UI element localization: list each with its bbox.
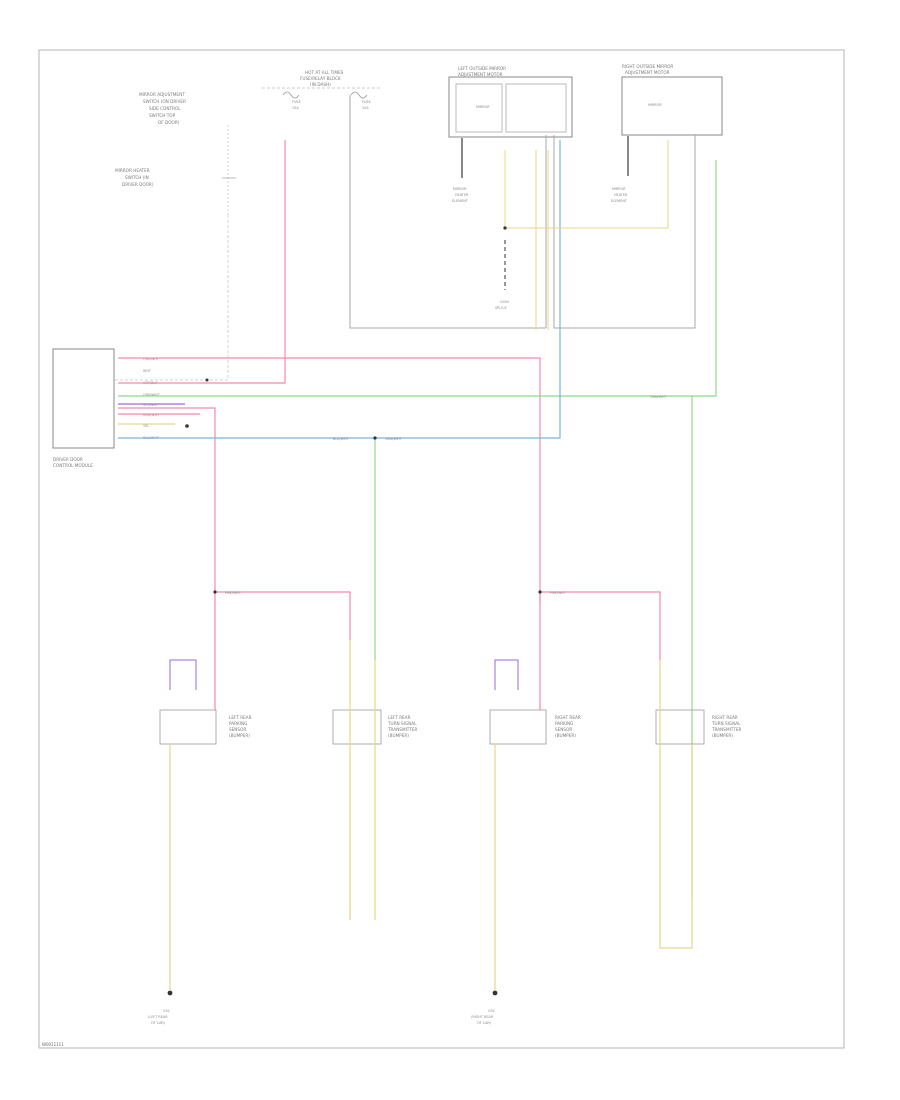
wire-green bbox=[118, 160, 717, 900]
right-heater-label: MIRROR bbox=[648, 103, 662, 107]
svg-text:(LEFT REAR: (LEFT REAR bbox=[148, 1015, 168, 1019]
svg-text:TRANSMITTER: TRANSMITTER bbox=[387, 727, 417, 732]
ground-left: G51 (LEFT REAR OF CAR) bbox=[148, 990, 173, 1025]
svg-text:WHT: WHT bbox=[143, 369, 152, 373]
module-subtitle: CONTROL MODULE bbox=[53, 463, 93, 468]
wire-yellow-top bbox=[504, 140, 669, 330]
right-rear-sensor: RIGHT REAR PARKING SENSOR (BUMPER) bbox=[489, 659, 581, 990]
svg-text:(RIGHT REAR: (RIGHT REAR bbox=[471, 1015, 494, 1019]
wire-tags: GRN/WHT BLU/WHT GRN/WHT PNK/WHT PNK/WHT bbox=[225, 395, 668, 595]
svg-text:VIO/WHT: VIO/WHT bbox=[143, 403, 159, 407]
heater-element-left: MIRROR HEATER ELEMENT bbox=[452, 187, 469, 203]
svg-text:ELEMENT: ELEMENT bbox=[452, 199, 469, 203]
fuse-left-label: FUSE bbox=[292, 100, 301, 104]
fuse-left-rating: 15A bbox=[292, 106, 299, 110]
mirror-adjustment-switch: MIRROR ADJUSTMENT SWITCH (ON DRIVER SIDE… bbox=[139, 92, 229, 215]
svg-text:MIRROR: MIRROR bbox=[453, 187, 467, 191]
diagram-border bbox=[38, 49, 845, 1049]
fuse-block-subtitle: FUSE/RELAY BLOCK bbox=[300, 76, 341, 81]
svg-text:ELEMENT: ELEMENT bbox=[611, 199, 628, 203]
svg-text:GRN/WHT: GRN/WHT bbox=[650, 395, 668, 399]
module-title: DRIVER DOOR bbox=[53, 457, 83, 462]
right-rear-transmitter: RIGHT REAR TURN SIGNAL TRANSMITTER (BUMP… bbox=[655, 660, 741, 949]
footer-code: W0011111 bbox=[42, 1042, 64, 1047]
svg-text:SWITCH (IN: SWITCH (IN bbox=[125, 175, 149, 180]
svg-text:YEL: YEL bbox=[143, 424, 149, 428]
svg-text:BLU/WHT: BLU/WHT bbox=[333, 437, 350, 441]
fuse-right-rating: 10A bbox=[362, 106, 369, 110]
svg-text:LEFT REAR: LEFT REAR bbox=[229, 715, 252, 720]
svg-text:TURN SIGNAL: TURN SIGNAL bbox=[387, 721, 417, 726]
fuse-relay-block: HOT AT ALL TIMES FUSE/RELAY BLOCK (IN DA… bbox=[262, 70, 380, 110]
svg-text:GRN/WHT: GRN/WHT bbox=[143, 393, 161, 397]
svg-text:HEATER: HEATER bbox=[455, 193, 469, 197]
wire-blue bbox=[118, 140, 561, 439]
left-rear-transmitter: LEFT REAR TURN SIGNAL TRANSMITTER (BUMPE… bbox=[332, 640, 417, 920]
svg-text:PNK/WHT: PNK/WHT bbox=[550, 591, 567, 595]
svg-text:SWITCH (ON DRIVER: SWITCH (ON DRIVER bbox=[143, 99, 186, 104]
wire-purple-red bbox=[118, 378, 209, 428]
svg-text:TRANSMITTER: TRANSMITTER bbox=[711, 727, 741, 732]
svg-text:(BUMPER): (BUMPER) bbox=[712, 733, 733, 738]
svg-text:RED/WHT: RED/WHT bbox=[143, 413, 160, 417]
right-mirror-motor: RIGHT OUTSIDE MIRROR ADJUSTMENT MOTOR MI… bbox=[621, 64, 723, 136]
ground-center: G400 SPLICE bbox=[495, 300, 509, 310]
svg-text:SWITCH TOP: SWITCH TOP bbox=[149, 113, 176, 118]
svg-text:SPLICE: SPLICE bbox=[495, 306, 507, 310]
fuse-block-title: HOT AT ALL TIMES bbox=[305, 70, 344, 75]
left-mirror-motor: LEFT OUTSIDE MIRROR ADJUSTMENT MOTOR MIR… bbox=[448, 66, 573, 138]
svg-text:MIRROR HEATER: MIRROR HEATER bbox=[115, 168, 150, 173]
wire-gray-switch bbox=[349, 95, 696, 329]
svg-text:SENSOR: SENSOR bbox=[229, 727, 246, 732]
svg-text:TURN SIGNAL: TURN SIGNAL bbox=[711, 721, 741, 726]
svg-text:OF CAR): OF CAR) bbox=[151, 1021, 166, 1025]
wire-black-drops bbox=[461, 136, 629, 290]
wire-pink bbox=[118, 140, 661, 662]
left-mirror-motor-subtitle: ADJUSTMENT MOTOR bbox=[458, 72, 503, 77]
svg-text:MIRROR: MIRROR bbox=[612, 187, 626, 191]
mirror-heater-switch: MIRROR HEATER SWITCH (IN DRIVER DOOR) bbox=[115, 168, 236, 187]
svg-text:SIDE CONTROL: SIDE CONTROL bbox=[149, 106, 181, 111]
svg-text:(BUMPER): (BUMPER) bbox=[229, 733, 250, 738]
svg-text:G400: G400 bbox=[500, 300, 509, 304]
fuse-right-label: FUSE bbox=[362, 100, 371, 104]
svg-text:RIGHT REAR: RIGHT REAR bbox=[555, 715, 581, 720]
module-pin-labels: PNK/WHT WHT GRY/BLK GRN/WHT VIO/WHT RED/… bbox=[143, 357, 161, 440]
svg-text:OF CAR): OF CAR) bbox=[477, 1021, 492, 1025]
svg-text:(BUMPER): (BUMPER) bbox=[388, 733, 409, 738]
left-mirror-motor-title: LEFT OUTSIDE MIRROR bbox=[458, 66, 506, 71]
svg-text:LEFT REAR: LEFT REAR bbox=[388, 715, 411, 720]
svg-text:PNK/WHT: PNK/WHT bbox=[143, 357, 160, 361]
heater-element-right: MIRROR HEATER ELEMENT bbox=[611, 187, 628, 203]
svg-text:GRN/WHT: GRN/WHT bbox=[385, 437, 403, 441]
left-heater-label: MIRROR bbox=[476, 105, 490, 109]
svg-text:PNK/WHT: PNK/WHT bbox=[225, 591, 242, 595]
svg-text:G52: G52 bbox=[488, 1009, 495, 1013]
svg-text:(BUMPER): (BUMPER) bbox=[555, 733, 576, 738]
right-mirror-motor-title: RIGHT OUTSIDE MIRROR bbox=[622, 64, 673, 69]
wire-lightgray bbox=[114, 215, 229, 381]
svg-text:SENSOR: SENSOR bbox=[555, 727, 572, 732]
splice-dots bbox=[213, 226, 542, 594]
svg-text:G51: G51 bbox=[163, 1009, 170, 1013]
svg-text:HEATER: HEATER bbox=[614, 193, 628, 197]
svg-text:MIRROR ADJUSTMENT: MIRROR ADJUSTMENT bbox=[139, 92, 185, 97]
svg-text:DRIVER DOOR): DRIVER DOOR) bbox=[122, 182, 154, 187]
fuse-block-location: (IN DASH) bbox=[310, 82, 331, 87]
svg-text:PARKING: PARKING bbox=[555, 721, 573, 726]
svg-text:RIGHT REAR: RIGHT REAR bbox=[712, 715, 738, 720]
svg-text:PARKING: PARKING bbox=[229, 721, 247, 726]
driver-door-module: DRIVER DOOR CONTROL MODULE bbox=[52, 348, 115, 468]
left-rear-sensor: LEFT REAR PARKING SENSOR (BUMPER) bbox=[159, 650, 252, 990]
ground-right: G52 (RIGHT REAR OF CAR) bbox=[471, 990, 498, 1025]
right-mirror-motor-subtitle: ADJUSTMENT MOTOR bbox=[625, 70, 670, 75]
svg-text:OF DOOR): OF DOOR) bbox=[158, 120, 180, 125]
